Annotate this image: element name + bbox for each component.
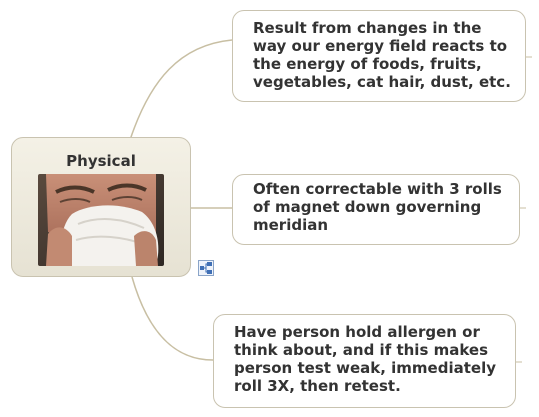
topic-magnet-correction[interactable]: Often correctable with 3 rolls of magnet…	[232, 174, 520, 245]
central-topic-title: Physical	[66, 152, 136, 170]
topic-line: the energy of foods, fruits,	[253, 55, 482, 73]
topic-line: Have person hold allergen or	[234, 323, 480, 341]
topic-line: of magnet down governing	[253, 198, 482, 216]
sneezing-photo	[38, 174, 164, 266]
topic-line: vegetables, cat hair, dust, etc.	[253, 73, 511, 91]
topic-line: Result from changes in the	[253, 19, 482, 37]
topic-energy-field[interactable]: Result from changes in the way our energ…	[232, 10, 526, 102]
connector-bottom	[131, 276, 214, 361]
connector-top	[129, 39, 233, 141]
topic-line: roll 3X, then retest.	[234, 377, 401, 395]
topic-line: Often correctable with 3 rolls	[253, 180, 502, 198]
topic-line: person test weak, immediately	[234, 359, 496, 377]
topic-line: think about, and if this makes	[234, 341, 489, 359]
topic-allergen-test[interactable]: Have person hold allergen or think about…	[213, 314, 516, 408]
topic-line: way our energy field reacts to	[253, 37, 508, 55]
central-topic[interactable]: Physical	[11, 137, 191, 277]
map-link-icon[interactable]	[198, 260, 214, 276]
topic-line: meridian	[253, 216, 329, 234]
